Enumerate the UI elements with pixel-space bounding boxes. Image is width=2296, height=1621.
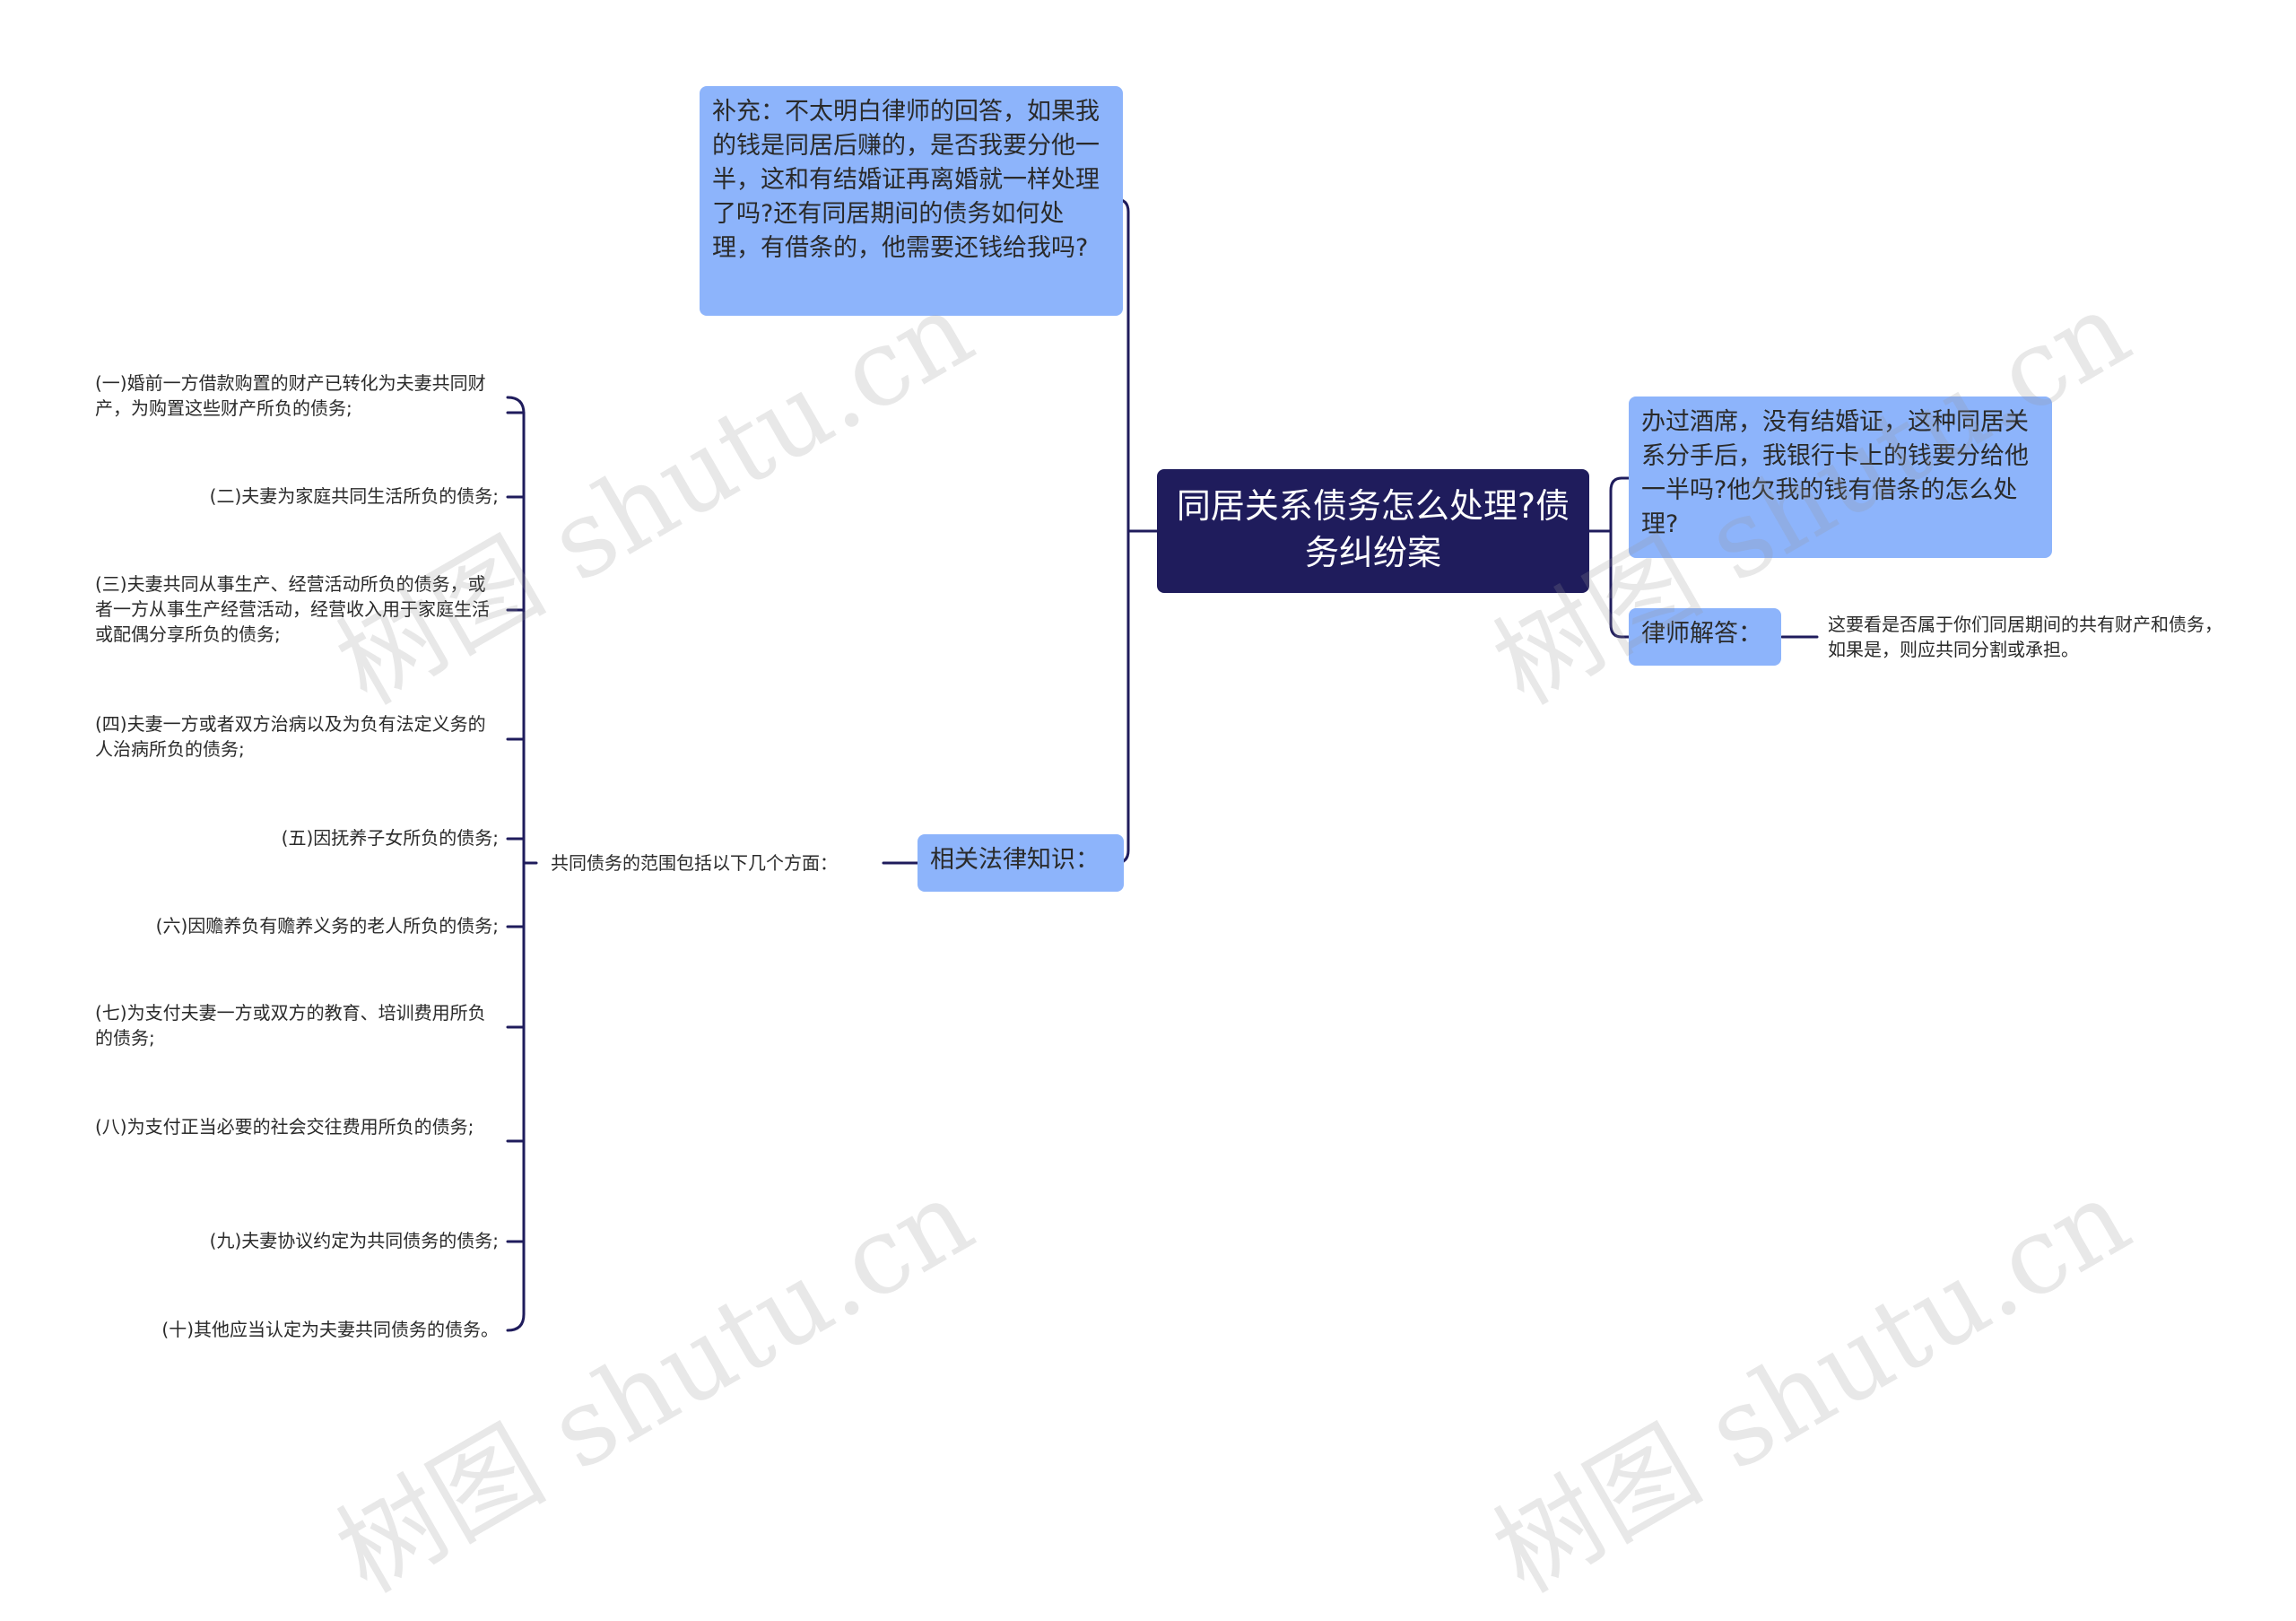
- sub-label-node[interactable]: 共同债务的范围包括以下几个方面：: [551, 850, 883, 876]
- law-item-3-text: (三)夫妻共同从事生产、经营活动所负的债务，或者一方从事生产经营活动，经营收入用…: [95, 573, 490, 645]
- law-item-7[interactable]: (七)为支付夫妻一方或双方的教育、培训费用所负的债务;: [95, 1000, 499, 1050]
- law-item-10-text: (十)其他应当认定为夫妻共同债务的债务。: [161, 1319, 499, 1340]
- law-item-9-text: (九)夫妻协议约定为共同债务的债务;: [209, 1230, 499, 1251]
- central-topic-text: 同居关系债务怎么处理?债务纠纷案: [1176, 486, 1570, 572]
- lawyer-answer-text-node[interactable]: 这要看是否属于你们同居期间的共有财产和债务，如果是，则应共同分割或承担。: [1828, 612, 2237, 662]
- lawyer-answer-node[interactable]: 律师解答：: [1629, 608, 1781, 666]
- law-item-6-text: (六)因赡养负有赡养义务的老人所负的债务;: [155, 915, 499, 937]
- connector-lines: [506, 197, 1819, 1332]
- law-item-4[interactable]: (四)夫妻一方或者双方治病以及为负有法定义务的人治病所负的债务;: [95, 711, 499, 762]
- question-node-right[interactable]: 办过酒席，没有结婚证，这种同居关系分手后，我银行卡上的钱要分给他一半吗?他欠我的…: [1629, 397, 2052, 558]
- law-item-8-text: (八)为支付正当必要的社会交往费用所负的债务;: [95, 1116, 474, 1137]
- law-item-5-text: (五)因抚养子女所负的债务;: [281, 827, 499, 849]
- law-item-7-text: (七)为支付夫妻一方或双方的教育、培训费用所负的债务;: [95, 1002, 486, 1049]
- knowledge-node[interactable]: 相关法律知识：: [918, 834, 1124, 892]
- lawyer-answer-text: 这要看是否属于你们同居期间的共有财产和债务，如果是，则应共同分割或承担。: [1828, 614, 2222, 660]
- central-topic[interactable]: 同居关系债务怎么处理?债务纠纷案: [1157, 469, 1589, 593]
- law-item-9[interactable]: (九)夫妻协议约定为共同债务的债务;: [95, 1228, 499, 1253]
- law-item-6[interactable]: (六)因赡养负有赡养义务的老人所负的债务;: [95, 913, 499, 938]
- lawyer-answer-label: 律师解答：: [1641, 620, 1762, 648]
- law-item-2[interactable]: (二)夫妻为家庭共同生活所负的债务;: [95, 484, 499, 509]
- connector-right-bracket: [1609, 476, 1623, 639]
- law-item-8[interactable]: (八)为支付正当必要的社会交往费用所负的债务;: [95, 1114, 499, 1139]
- law-item-2-text: (二)夫妻为家庭共同生活所负的债务;: [209, 485, 499, 507]
- law-item-10[interactable]: (十)其他应当认定为夫妻共同债务的债务。: [95, 1317, 499, 1342]
- law-item-1[interactable]: (一)婚前一方借款购置的财产已转化为夫妻共同财产，为购置这些财产所负的债务;: [95, 370, 499, 421]
- law-item-5[interactable]: (五)因抚养子女所负的债务;: [95, 825, 499, 850]
- law-item-1-text: (一)婚前一方借款购置的财产已转化为夫妻共同财产，为购置这些财产所负的债务;: [95, 372, 486, 419]
- law-item-4-text: (四)夫妻一方或者双方治病以及为负有法定义务的人治病所负的债务;: [95, 713, 486, 760]
- knowledge-node-label: 相关法律知识：: [930, 846, 1100, 874]
- question-node-left[interactable]: 补充：不太明白律师的回答，如果我的钱是同居后赚的，是否我要分他一半，这和有结婚证…: [700, 86, 1123, 316]
- sub-label-text: 共同债务的范围包括以下几个方面：: [551, 852, 838, 874]
- law-item-3[interactable]: (三)夫妻共同从事生产、经营活动所负的债务，或者一方从事生产经营活动，经营收入用…: [95, 571, 499, 647]
- connector-items-bracket: [506, 396, 526, 1332]
- question-node-right-text: 办过酒席，没有结婚证，这种同居关系分手后，我银行卡上的钱要分给他一半吗?他欠我的…: [1641, 408, 2029, 538]
- question-node-left-text: 补充：不太明白律师的回答，如果我的钱是同居后赚的，是否我要分他一半，这和有结婚证…: [712, 98, 1100, 262]
